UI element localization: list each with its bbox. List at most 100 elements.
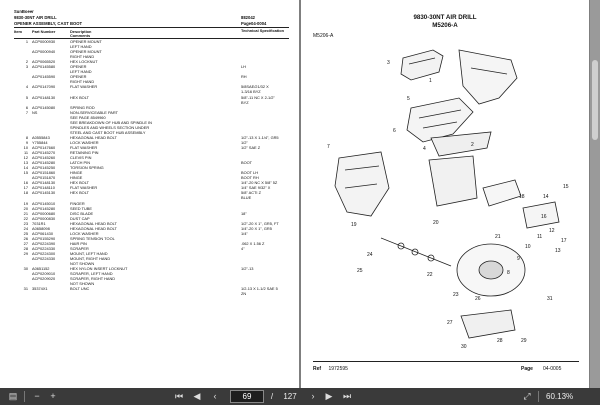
part-description: SPINDLES AND WHEELS SECTION UNDER xyxy=(70,124,150,130)
item-number: 13 xyxy=(23,160,28,166)
part-number: ACP0145130 xyxy=(32,190,56,196)
technical-spec: BLUE xyxy=(241,195,252,201)
arm-shape xyxy=(430,131,492,157)
part-number: ACP0224390 xyxy=(32,240,56,246)
technical-spec: 5/8" ACTI Z xyxy=(241,190,261,196)
part-description: SCRAPER, RIGHT HAND xyxy=(70,276,116,282)
callout-label: 25 xyxy=(357,268,363,274)
sidebar-toggle-icon[interactable]: ▤ xyxy=(8,391,18,401)
callout-label: 19 xyxy=(351,222,357,228)
item-number: 26 xyxy=(23,235,28,241)
callout-label: 8 xyxy=(507,270,510,276)
part-description: OPENER xyxy=(70,74,87,80)
part-number: ACP0145080 xyxy=(32,104,56,110)
prev-page-icon[interactable]: ◀ xyxy=(193,391,201,401)
callout-label: 24 xyxy=(367,252,373,258)
fit-page-icon[interactable]: ⤢ xyxy=(523,391,531,401)
vertical-scrollbar[interactable] xyxy=(590,0,600,388)
callout-label: 15 xyxy=(563,184,569,190)
part-number: ACP0000830 xyxy=(32,215,56,221)
zoom-out-icon[interactable]: − xyxy=(34,391,40,401)
page-number-input[interactable] xyxy=(230,390,264,403)
scrollbar-thumb[interactable] xyxy=(592,60,598,140)
technical-spec: 1/4" SAE 9/32" X xyxy=(241,185,271,191)
next-page-arrow-icon[interactable]: › xyxy=(311,391,315,401)
technical-spec: 1-3/16 BYZ xyxy=(241,89,261,95)
item-number: 2 xyxy=(25,59,28,65)
part-description: FLAT WASHER xyxy=(70,144,98,150)
parts-row: LEFT HAND xyxy=(14,44,289,49)
part-number: ACP0224330 xyxy=(32,245,56,251)
part-description: HINGE xyxy=(70,175,83,181)
technical-spec: 5/8SAE/21/32 X xyxy=(241,84,269,90)
part-description: HEX LOCKNUT xyxy=(70,59,98,65)
technical-spec: 1/4" xyxy=(241,230,248,236)
part-number: Y755844 xyxy=(32,139,48,145)
callout-label: 27 xyxy=(447,320,453,326)
scraper-shape xyxy=(460,309,516,339)
column-header-rule xyxy=(14,38,289,39)
zoom-level[interactable]: 60.13% xyxy=(546,392,574,401)
part-number: ACP0145280 xyxy=(32,160,56,166)
washer-shape xyxy=(397,242,405,250)
parts-row: SPINDLES AND WHEELS SECTION UNDER xyxy=(14,125,289,130)
item-number: 30 xyxy=(23,266,28,272)
document-viewer[interactable]: SunBoeer 9830-30NT AIR DRILL OPENER ASSE… xyxy=(0,0,600,388)
zoom-in-icon[interactable]: + xyxy=(50,391,56,401)
callout-label: 18 xyxy=(519,194,525,200)
brand-name: SunBoeer xyxy=(14,9,34,14)
callout-label: 21 xyxy=(495,234,501,240)
footer-page-label: Page xyxy=(521,366,533,372)
toolbar-divider xyxy=(538,391,539,402)
part-number: ACP0151870 xyxy=(32,175,56,181)
part-description: OPENER xyxy=(70,64,87,70)
technical-spec: 1/2" SAE Z xyxy=(241,144,261,150)
callout-label: 4 xyxy=(423,146,426,152)
diagram-title: 9830-30NT AIR DRILL xyxy=(413,14,477,21)
callout-label: 22 xyxy=(427,272,433,278)
part-description: DISC BLADE xyxy=(70,210,94,216)
part-number: ACP0224330 xyxy=(32,256,56,262)
footer-page: 04-0005 xyxy=(543,366,562,372)
next-page-icon[interactable]: ▶ xyxy=(325,391,333,401)
doc-code: 882042 xyxy=(241,15,255,20)
technical-spec: BOOT xyxy=(241,160,253,166)
part-number: ACP0147090 xyxy=(32,84,56,90)
parts-row: LEFT HAND xyxy=(14,69,289,74)
part-description: FINGER xyxy=(70,200,85,206)
technical-spec: 1/2"-20 X 1", GR5, FT xyxy=(241,220,279,226)
page-separator: / xyxy=(270,392,274,401)
total-pages: 127 xyxy=(283,392,297,401)
header-rule xyxy=(14,27,289,28)
part-number: ACP0145260 xyxy=(32,155,56,161)
item-number: 16 xyxy=(23,180,28,186)
item-number: 23 xyxy=(23,220,28,226)
technical-spec: 5/8"-11 NC X 2-1/2" xyxy=(241,94,275,100)
part-number: ACP0145280 xyxy=(32,205,56,211)
callout-label: 17 xyxy=(561,238,567,244)
part-description: NOT SHOWN xyxy=(70,261,95,267)
callout-label: 7 xyxy=(327,144,330,150)
part-number: ACP061430 xyxy=(32,230,53,236)
callout-label: 28 xyxy=(497,338,503,344)
part-number: ACP0209010 xyxy=(32,271,56,277)
part-description: DUST CAP xyxy=(70,215,90,221)
first-page-icon[interactable]: ⏮ xyxy=(174,391,184,401)
diagram-subtitle: M5206-A xyxy=(432,22,458,29)
part-description: LOCK WASHER xyxy=(70,230,99,236)
prev-page-arrow-icon[interactable]: ‹ xyxy=(213,391,217,401)
callout-label: 11 xyxy=(537,234,542,240)
callout-label: 9 xyxy=(517,256,520,262)
callout-label: 13 xyxy=(555,248,561,254)
last-page-icon[interactable]: ⏭ xyxy=(342,391,352,401)
item-number: 17 xyxy=(23,185,28,191)
